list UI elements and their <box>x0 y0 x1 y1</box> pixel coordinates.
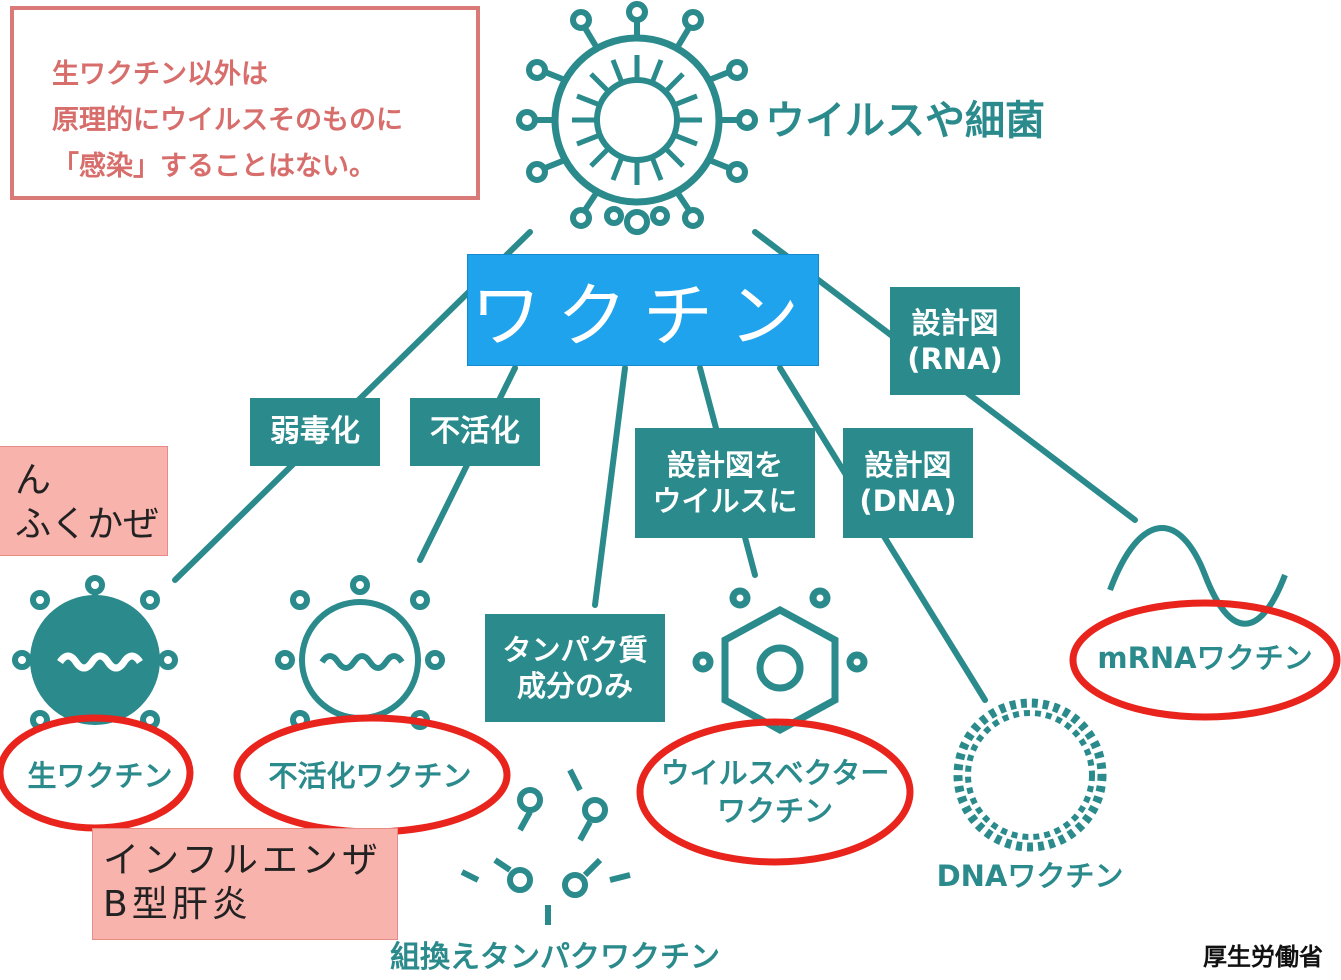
label-design-rna: 設計図 (RNA) <box>890 287 1020 395</box>
live-virus-icon <box>12 575 178 730</box>
recombinant-vaccine-label: 組換えタンパクワクチン <box>390 940 720 975</box>
highlight-vector <box>636 718 914 866</box>
dna-vaccine-label: DNAワクチン <box>936 859 1124 893</box>
mrna-wave-icon <box>1107 525 1288 627</box>
viral-vector-icon <box>692 587 868 734</box>
virus-icon <box>516 1 758 235</box>
live-vaccine-label: 生ワクチン <box>27 759 173 793</box>
source-credit: 厚生労働省 <box>1203 943 1323 971</box>
inactivated-examples-box: インフルエンザ B型肝炎 <box>92 828 398 940</box>
inactivated-virus-icon <box>275 575 445 730</box>
highlight-mrna <box>1069 599 1341 721</box>
dna-ring-icon <box>953 698 1107 852</box>
protein-fragments-icon <box>460 768 631 925</box>
viral-vector-vaccine-label: ウイルスベクター ワクチン <box>660 756 890 828</box>
live-examples-box: ん ふくかぜ <box>0 446 168 556</box>
inactivated-vaccine-label: 不活化ワクチン <box>268 759 472 793</box>
note-box: 生ワクチン以外は 原理的にウイルスそのものに 「感染」することはない。 <box>10 6 480 200</box>
vaccine-title: ワクチン <box>471 274 815 357</box>
label-attenuated: 弱毒化 <box>250 398 380 466</box>
label-inactivated: 不活化 <box>410 398 540 466</box>
mrna-vaccine-label: mRNAワクチン <box>1097 641 1313 675</box>
virus-label: ウイルスや細菌 <box>765 98 1045 144</box>
label-design-dna: 設計図 (DNA) <box>843 428 973 538</box>
line-to-protein <box>592 365 628 608</box>
label-design-virus: 設計図を ウイルスに <box>635 428 815 538</box>
note-text: 生ワクチン以外は 原理的にウイルスそのものに 「感染」することはない。 <box>52 59 403 182</box>
vaccine-title-box: ワクチン <box>467 254 819 366</box>
label-protein-only: タンパク質 成分のみ <box>485 614 665 722</box>
